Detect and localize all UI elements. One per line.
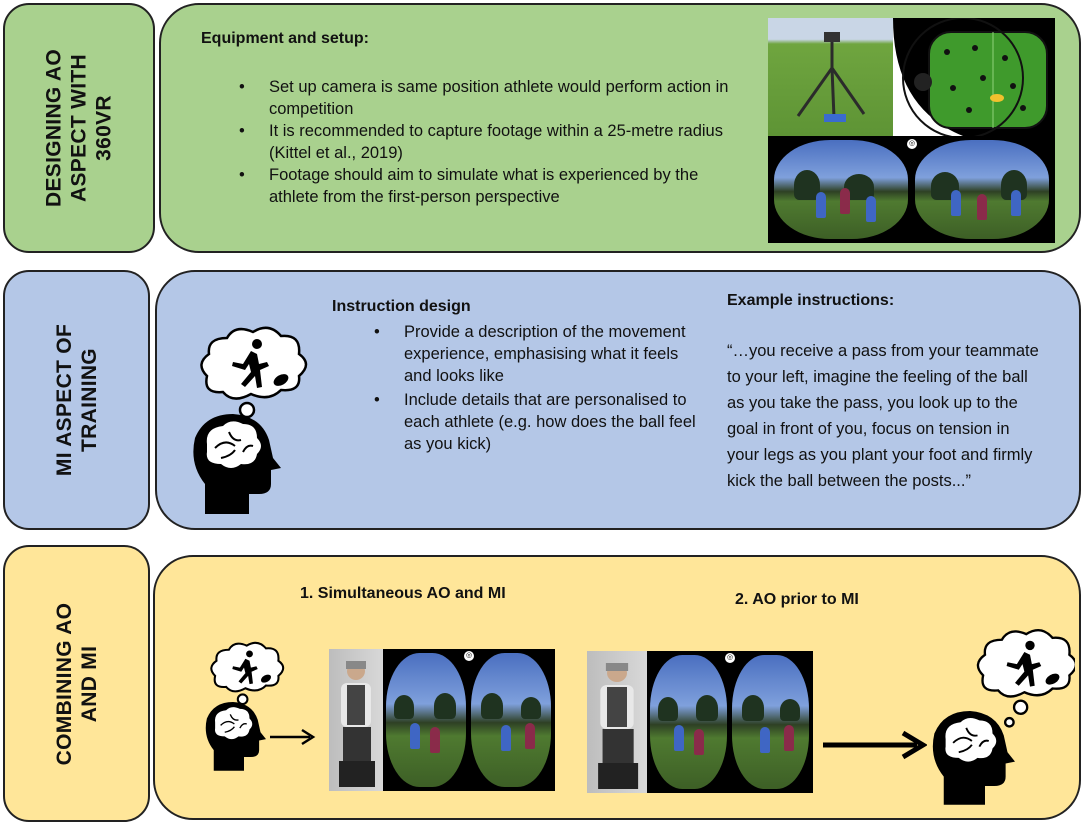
panel-equipment-setup: Equipment and setup: Set up camera is sa… <box>159 3 1081 253</box>
tripod-icon <box>796 32 866 122</box>
head-brain-icon <box>193 414 281 514</box>
row-label-combining: COMBINING AO AND MI <box>3 545 150 822</box>
vr-lens-left <box>650 655 727 789</box>
running-figure-icon <box>232 650 272 685</box>
vr-lens-left <box>386 653 466 787</box>
arrow-right-icon <box>270 728 316 746</box>
list-item: Footage should aim to simulate what is e… <box>235 164 735 208</box>
vr-lens-right <box>732 655 809 789</box>
vr-lens-right <box>471 653 551 787</box>
row-label-mi-aspect: MI ASPECT OF TRAINING <box>3 270 150 530</box>
head-thought-graphic <box>193 326 308 514</box>
athlete-photo-simultaneous <box>329 649 383 791</box>
list-item: Provide a description of the movement ex… <box>370 321 700 387</box>
camera-tripod-photo <box>768 18 893 136</box>
row-label-line: AND MI <box>77 645 101 722</box>
head-thought-graphic <box>205 641 285 771</box>
vr-split-view: ◎ <box>647 651 813 793</box>
instruction-design-heading: Instruction design <box>332 298 471 315</box>
option-simultaneous-heading: 1. Simultaneous AO and MI <box>300 585 506 602</box>
field-diagram <box>893 18 1055 136</box>
arrow-right-icon <box>823 730 927 760</box>
panel-combining: 1. Simultaneous AO and MI 2. AO prior to… <box>153 555 1081 820</box>
row-label-line: DESIGNING AO <box>42 48 66 208</box>
vr-headset-logo-icon: ◎ <box>725 653 735 663</box>
vr-headset-logo-icon: ◎ <box>907 139 917 149</box>
row-label-line: 360VR <box>92 95 116 161</box>
instruction-bullet-list: Provide a description of the movement ex… <box>370 321 700 455</box>
field-diagram-graphic <box>893 18 1048 136</box>
running-figure-icon <box>232 339 289 388</box>
row-label-line: TRAINING <box>77 348 101 452</box>
option-ao-prior-heading: 2. AO prior to MI <box>735 591 859 608</box>
row-label-line: ASPECT WITH <box>67 54 91 202</box>
example-instructions-quote: “…you receive a pass from your teammate … <box>727 342 1039 490</box>
row-label-designing-ao: DESIGNING AO ASPECT WITH 360VR <box>3 3 155 253</box>
list-item: It is recommended to capture footage wit… <box>235 120 735 164</box>
running-figure-icon <box>1006 640 1060 687</box>
list-item: Set up camera is same position athlete w… <box>235 76 735 120</box>
head-thought-graphic <box>932 629 1075 805</box>
vr-lens-left <box>774 140 908 239</box>
athlete-photo-ao-prior <box>587 651 647 793</box>
vr-headset-logo-icon: ◎ <box>464 651 474 661</box>
example-instructions-heading: Example instructions: <box>727 292 895 309</box>
row-label-line: MI ASPECT OF <box>52 323 76 477</box>
head-brain-icon <box>205 702 266 771</box>
equipment-bullet-list: Set up camera is same position athlete w… <box>235 76 735 208</box>
head-brain-icon <box>932 711 1015 805</box>
vr-split-view: ◎ <box>383 649 555 791</box>
panel-mi-instructions: Instruction design Provide a description… <box>155 270 1081 530</box>
list-item: Include details that are personalised to… <box>370 389 700 455</box>
vr-lens-right <box>915 140 1049 239</box>
equipment-heading: Equipment and setup: <box>201 30 369 47</box>
vr-split-view: ◎ <box>768 136 1055 243</box>
row-label-line: COMBINING AO <box>52 602 76 765</box>
